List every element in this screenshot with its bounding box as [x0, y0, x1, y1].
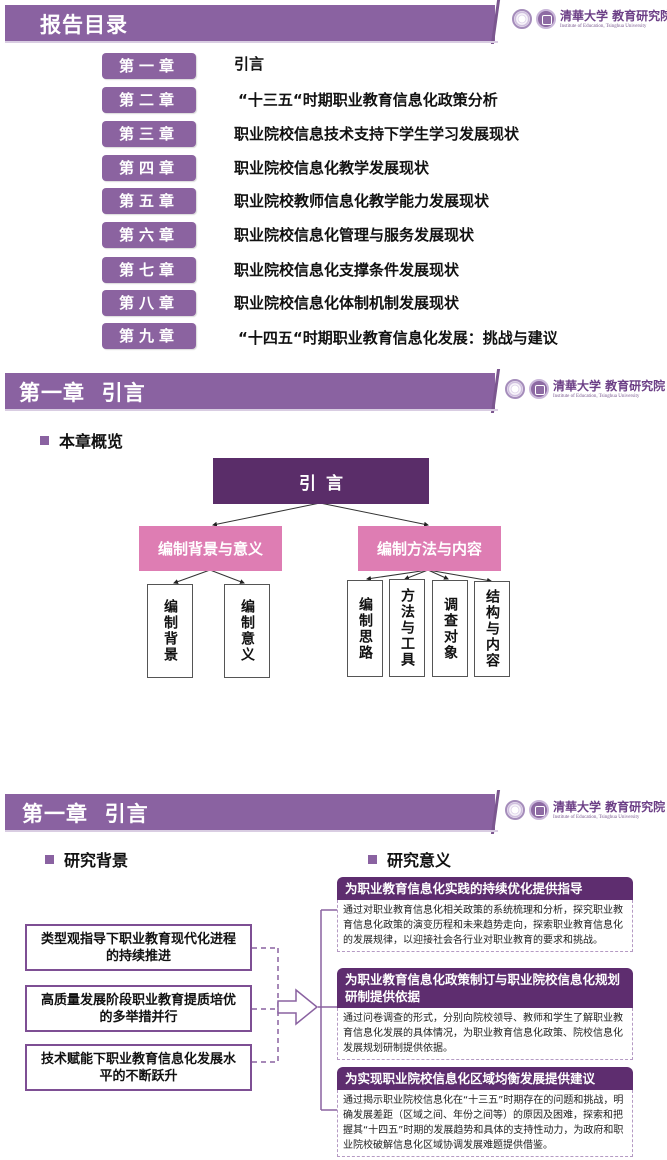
chapter-title: 职业院校信息化教学发展现状 [234, 159, 430, 177]
tree-connectors [173, 502, 492, 584]
bullet-square-icon [368, 854, 377, 864]
chapter-title: 引言 [234, 55, 265, 73]
chapter-badge: 第九章 [102, 323, 196, 349]
section-title: 研究意义 [387, 851, 452, 870]
toc-item[interactable]: 第四章 职业院校信息化教学发展现状 [0, 155, 667, 181]
tree-node-left: 编制背景与意义 [139, 526, 282, 571]
slide-title: 第一章 引言 [19, 381, 146, 405]
toc-item[interactable]: 第一章 引言 [0, 53, 667, 79]
tree-leaf: 调查对象 [432, 580, 468, 677]
chapter-title: “十四五“时期职业教育信息化发展：挑战与建议 [238, 329, 558, 347]
toc-item[interactable]: 第二章 “十三五“时期职业教育信息化政策分析 [0, 87, 667, 113]
card-title: 为职业教育信息化政策制订与职业院校信息化规划研制提供依据 [337, 968, 633, 1008]
header-band: 第一章 引言 [5, 373, 495, 409]
institute-emblem-icon [529, 800, 549, 820]
significance-card: 为职业教育信息化实践的持续优化提供指导 通过对职业教育信息化相关政策的系统梳理和… [337, 877, 633, 952]
chapter-title: 职业院校信息化管理与服务发展现状 [234, 226, 475, 244]
logo-cn: 清華大学 教育研究院 [553, 799, 666, 814]
toc-item[interactable]: 第八章 职业院校信息化体制机制发展现状 [0, 290, 667, 316]
tree-leaf: 编制意义 [224, 584, 270, 678]
header-band: 第一章 引言 [5, 794, 495, 830]
toc-item[interactable]: 第五章 职业院校教师信息化教学能力发展现状 [0, 188, 667, 214]
logo-cn: 清華大学 教育研究院 [560, 8, 667, 23]
section-heading: 研究背景 [45, 847, 128, 871]
card-title: 为实现职业院校信息化区域均衡发展提供建议 [337, 1067, 633, 1090]
chapter-badge: 第二章 [102, 87, 196, 113]
logo-en: Institute of Education, Tsinghua Univers… [553, 393, 640, 399]
section-heading: 研究意义 [368, 847, 451, 871]
university-seal-icon [512, 9, 532, 29]
chapter-badge: 第七章 [102, 257, 196, 283]
tree-leaf: 方法与工具 [389, 579, 425, 677]
page-title: 报告目录 [40, 13, 128, 37]
significance-card: 为职业教育信息化政策制订与职业院校信息化规划研制提供依据 通过问卷调查的形式，分… [337, 968, 633, 1060]
toc-item[interactable]: 第七章 职业院校信息化支撑条件发展现状 [0, 257, 667, 283]
chapter-badge: 第八章 [102, 290, 196, 316]
significance-card: 为实现职业院校信息化区域均衡发展提供建议 通过揭示职业院校信息化在“十三五”时期… [337, 1067, 633, 1157]
chapter-badge: 第四章 [102, 155, 196, 181]
chapter-badge: 第一章 [102, 53, 196, 79]
toc-item[interactable]: 第九章 “十四五“时期职业教育信息化发展：挑战与建议 [0, 323, 667, 349]
slide-background: 第一章 引言 清華大学 教育研究院 Institute of Education… [0, 780, 667, 1160]
section-title: 本章概览 [59, 432, 124, 451]
card-body: 通过揭示职业院校信息化在“十三五”时期存在的问题和挑战，明确发展差距（区域之间、… [337, 1090, 633, 1157]
institute-emblem-icon [536, 9, 556, 29]
tree-leaf: 结构与内容 [474, 581, 510, 677]
tree-leaf: 编制思路 [347, 580, 383, 677]
logo-cn: 清華大学 教育研究院 [553, 378, 666, 393]
chapter-badge: 第六章 [102, 222, 196, 248]
section-heading: 本章概览 [40, 428, 123, 452]
institution-logo: 清華大学 教育研究院 Institute of Education, Tsing… [505, 379, 665, 399]
slide-toc: 报告目录 清華大学 教育研究院 Institute of Education, … [0, 0, 667, 355]
header-band: 报告目录 [5, 5, 495, 41]
bracket-arrow-connector [252, 909, 337, 1111]
university-seal-icon [505, 800, 525, 820]
toc-item[interactable]: 第六章 职业院校信息化管理与服务发展现状 [0, 222, 667, 248]
chapter-title: 职业院校信息化体制机制发展现状 [234, 294, 460, 312]
header-underline [5, 409, 498, 411]
university-seal-icon [505, 379, 525, 399]
header-underline [5, 41, 498, 43]
slide-title: 第一章 引言 [22, 802, 149, 826]
background-point: 高质量发展阶段职业教育提质培优的多举措并行 [25, 985, 252, 1032]
bullet-square-icon [40, 435, 49, 445]
institution-logo: 清華大学 教育研究院 Institute of Education, Tsing… [512, 9, 667, 29]
chapter-title: “十三五“时期职业教育信息化政策分析 [238, 91, 498, 109]
logo-en: Institute of Education, Tsinghua Univers… [560, 23, 647, 29]
card-body: 通过对职业教育信息化相关政策的系统梳理和分析，探究职业教育信息化政策的演变历程和… [337, 900, 633, 952]
card-title: 为职业教育信息化实践的持续优化提供指导 [337, 877, 633, 900]
slide-overview: 第一章 引言 清華大学 教育研究院 Institute of Education… [0, 355, 667, 775]
chapter-title: 职业院校信息化支撑条件发展现状 [234, 261, 460, 279]
tree-leaf: 编制背景 [147, 584, 193, 678]
background-point: 技术赋能下职业教育信息化发展水平的不断跃升 [25, 1044, 252, 1091]
logo-en: Institute of Education, Tsinghua Univers… [553, 814, 640, 820]
header-underline [5, 830, 498, 832]
tree-root-node: 引言 [213, 458, 429, 504]
card-body: 通过问卷调查的形式，分别向院校领导、教师和学生了解职业教育信息化发展的具体情况，… [337, 1008, 633, 1060]
chapter-badge: 第三章 [102, 121, 196, 147]
chapter-badge: 第五章 [102, 188, 196, 214]
toc-item[interactable]: 第三章 职业院校信息技术支持下学生学习发展现状 [0, 121, 667, 147]
chapter-title: 职业院校信息技术支持下学生学习发展现状 [234, 125, 520, 143]
chapter-title: 职业院校教师信息化教学能力发展现状 [234, 192, 490, 210]
institution-logo: 清華大学 教育研究院 Institute of Education, Tsing… [505, 800, 665, 820]
tree-node-right: 编制方法与内容 [358, 526, 501, 571]
bullet-square-icon [45, 854, 54, 864]
section-title: 研究背景 [64, 851, 129, 870]
institute-emblem-icon [529, 379, 549, 399]
background-point: 类型观指导下职业教育现代化进程的持续推进 [25, 924, 252, 971]
